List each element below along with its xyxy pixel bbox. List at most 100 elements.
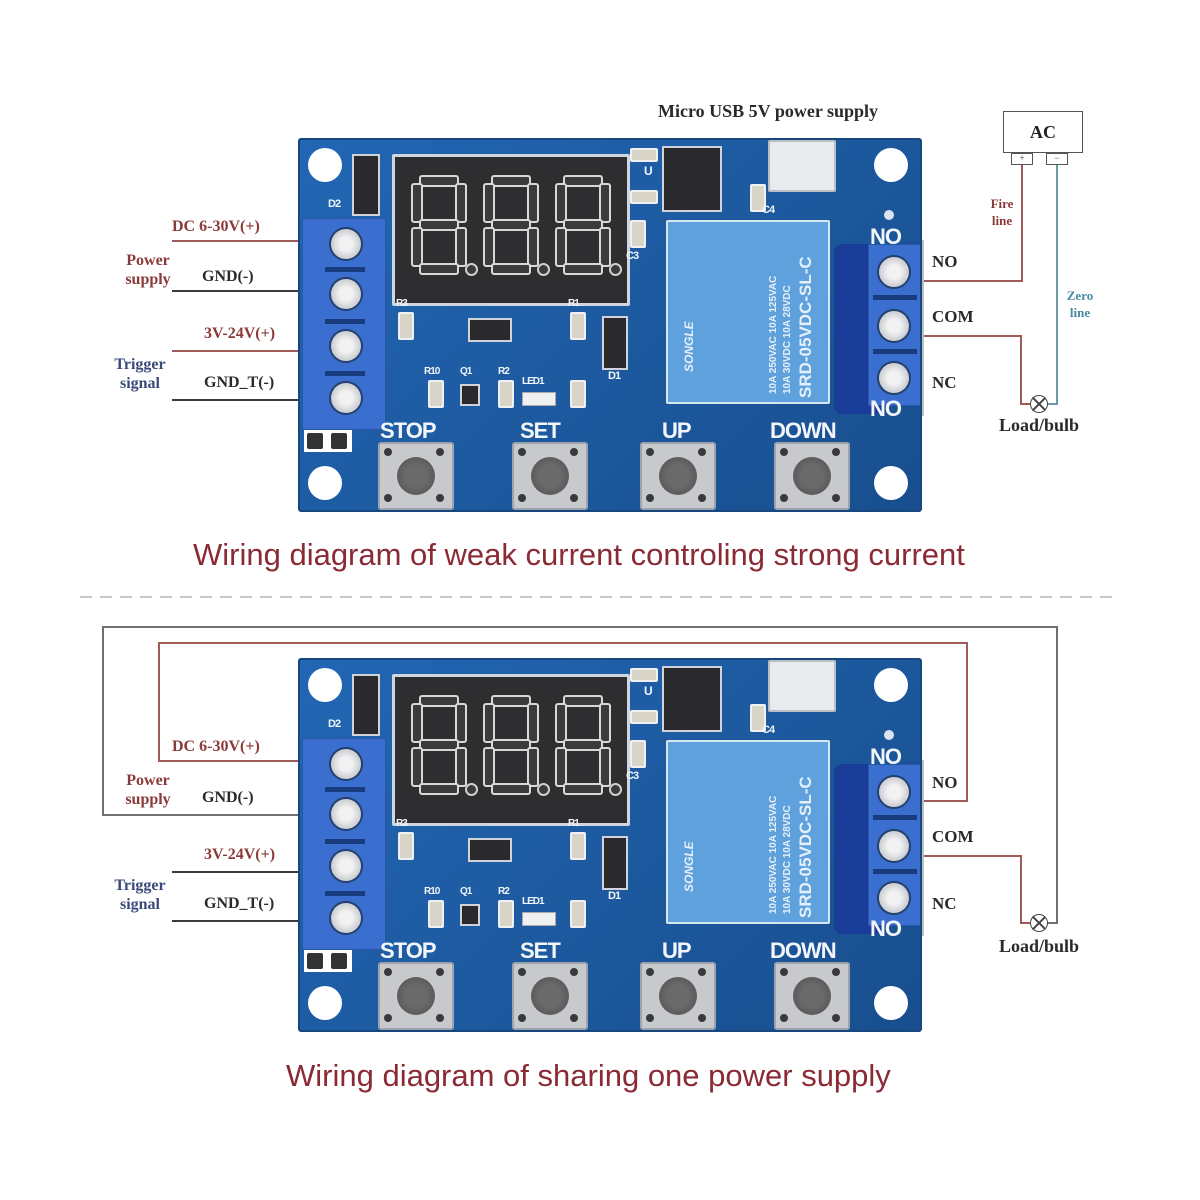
down-button-label: DOWN <box>770 418 837 443</box>
silk-d2: D2 <box>328 198 341 210</box>
jumper-pads <box>304 430 352 452</box>
up-button[interactable] <box>640 962 716 1030</box>
power-supply-label: Power supply <box>125 772 171 808</box>
led1 <box>522 392 556 406</box>
com-wire-end <box>1020 403 1030 405</box>
resistor-r3 <box>398 832 414 860</box>
gnd-label: GND(-) <box>202 789 254 806</box>
display-digit <box>483 175 550 276</box>
ac-minus-terminal: − <box>1046 153 1068 165</box>
micro-usb-port[interactable] <box>768 140 836 192</box>
screw-gnd[interactable] <box>329 797 363 831</box>
silk-q1: Q1 <box>460 366 472 377</box>
screw-dc-plus[interactable] <box>329 227 363 261</box>
mounting-hole <box>874 466 908 500</box>
nc-label: NC <box>932 373 957 392</box>
stop-button-label: STOP <box>380 418 437 443</box>
screw-trigger-gnd[interactable] <box>329 381 363 415</box>
silk-no-bottom: NO <box>870 396 902 421</box>
stop-button-label: STOP <box>380 938 437 963</box>
zero-line-wire <box>1056 165 1058 404</box>
trigger-gnd-label: GND_T(-) <box>204 374 275 391</box>
set-button[interactable] <box>512 962 588 1030</box>
ac-source-box: AC <box>1003 111 1083 153</box>
relay-module-board: D2 <box>298 658 922 1032</box>
screw-nc[interactable] <box>877 361 911 395</box>
transistor-q1 <box>460 384 480 406</box>
screw-com[interactable] <box>877 309 911 343</box>
no-wire <box>922 800 968 802</box>
input-terminal-block <box>302 738 386 950</box>
relay-model: SRD-05VDC-SL-C <box>796 776 815 918</box>
terminal-edge <box>922 240 924 416</box>
stop-button[interactable] <box>378 962 454 1030</box>
ac-label: AC <box>1030 121 1056 142</box>
bulb-icon <box>1030 914 1048 932</box>
trigger-gnd-wire <box>172 399 300 401</box>
shared-dc-wire-top <box>158 642 968 644</box>
optocoupler-chip <box>468 838 512 862</box>
silk-d2: D2 <box>328 718 341 730</box>
smd-component <box>630 148 658 162</box>
resistor-r2 <box>498 380 514 408</box>
fire-line-wire <box>1021 165 1023 281</box>
display-digit <box>483 695 550 796</box>
display-digit <box>411 695 478 796</box>
down-button[interactable] <box>774 442 850 510</box>
com-wire-down <box>1020 335 1022 405</box>
via-hole <box>884 730 894 740</box>
trigger-gnd-wire <box>172 920 300 922</box>
down-button[interactable] <box>774 962 850 1030</box>
set-button-label: SET <box>520 938 561 963</box>
com-wire <box>922 335 1022 337</box>
stop-button[interactable] <box>378 442 454 510</box>
transistor-q1 <box>460 904 480 926</box>
diode-d2 <box>352 674 380 736</box>
diode-d2 <box>352 154 380 216</box>
mounting-hole <box>308 148 342 182</box>
relay-rating-1: 10A 250VAC 10A 125VAC <box>768 795 779 914</box>
silk-r2: R2 <box>498 886 510 897</box>
screw-no[interactable] <box>877 255 911 289</box>
ac-plus-terminal: + <box>1011 153 1033 165</box>
screw-dc-plus[interactable] <box>329 747 363 781</box>
trigger-plus-label: 3V-24V(+) <box>204 325 276 342</box>
mounting-hole <box>874 986 908 1020</box>
down-button-label: DOWN <box>770 938 837 963</box>
trigger-plus-label: 3V-24V(+) <box>204 846 276 863</box>
screw-gnd[interactable] <box>329 277 363 311</box>
gnd-wire <box>102 814 298 816</box>
mounting-hole <box>874 668 908 702</box>
resistor-r10 <box>428 900 444 928</box>
up-button-label: UP <box>662 938 692 963</box>
silk-r10: R10 <box>424 366 440 377</box>
silk-u: U <box>644 684 653 698</box>
relay: SONGLE 10A 250VAC 10A 125VAC 10A 30VDC 1… <box>666 220 830 404</box>
screw-trigger-plus[interactable] <box>329 849 363 883</box>
input-terminal-block <box>302 218 386 430</box>
screw-nc[interactable] <box>877 881 911 915</box>
set-button[interactable] <box>512 442 588 510</box>
relay: SONGLE 10A 250VAC 10A 125VAC 10A 30VDC 1… <box>666 740 830 924</box>
trigger-signal-label: Trigger signal <box>114 877 166 913</box>
micro-usb-port[interactable] <box>768 660 836 712</box>
dc-plus-label: DC 6-30V(+) <box>172 218 260 235</box>
resistor-r1 <box>570 832 586 860</box>
resistor-r3 <box>398 312 414 340</box>
voltage-regulator-chip <box>662 666 722 732</box>
diode-d1 <box>602 836 628 890</box>
capacitor-c3 <box>630 220 646 248</box>
screw-trigger-plus[interactable] <box>329 329 363 363</box>
capacitor-c4 <box>750 704 766 732</box>
screw-no[interactable] <box>877 775 911 809</box>
caption-bottom: Wiring diagram of sharing one power supp… <box>286 1058 891 1093</box>
mounting-hole <box>308 668 342 702</box>
screw-trigger-gnd[interactable] <box>329 901 363 935</box>
gnd-wire <box>172 290 300 292</box>
screw-com[interactable] <box>877 829 911 863</box>
trigger-signal-label: Trigger signal <box>114 356 166 392</box>
silk-q1: Q1 <box>460 886 472 897</box>
trigger-plus-wire <box>172 871 300 873</box>
up-button[interactable] <box>640 442 716 510</box>
nc-label: NC <box>932 894 957 913</box>
